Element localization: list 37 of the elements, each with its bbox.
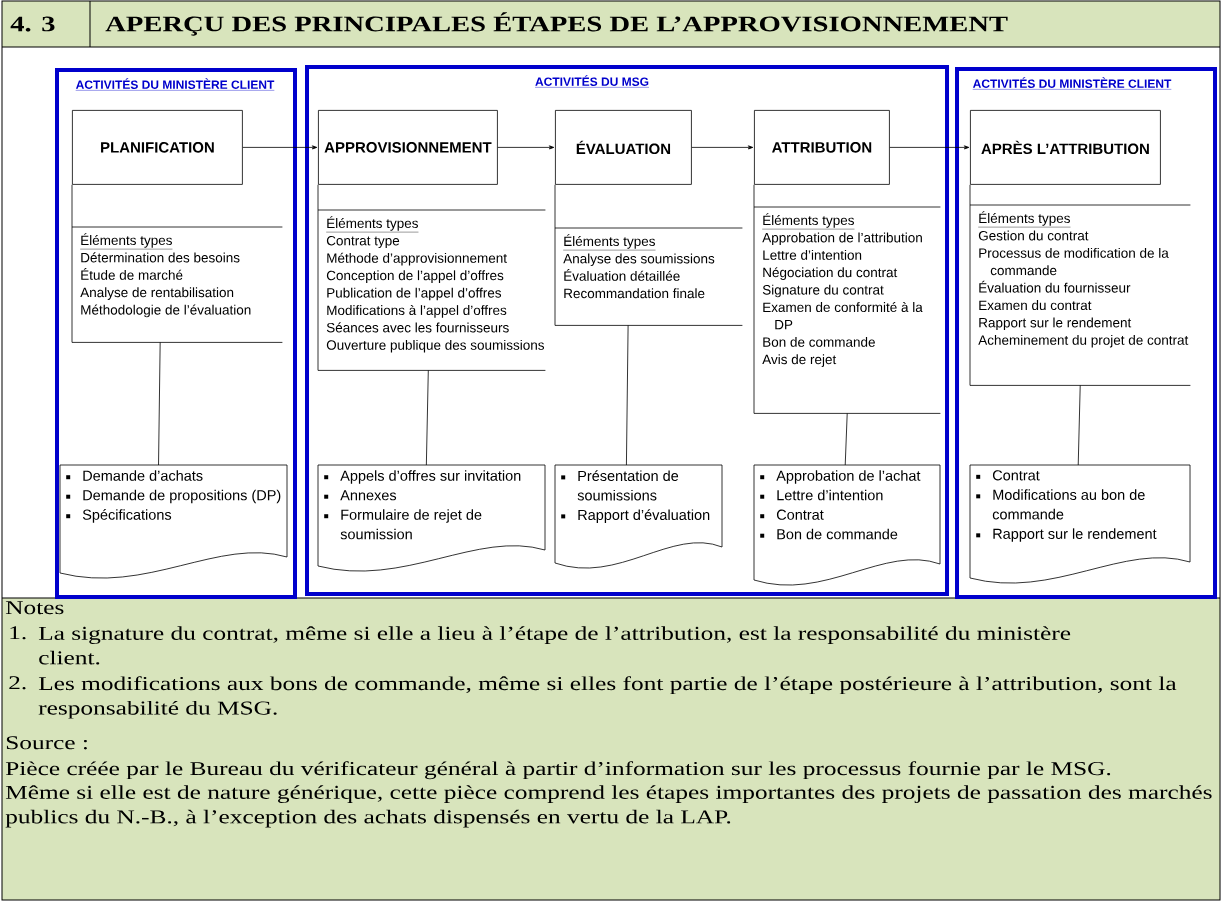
connector-line [1077,385,1081,466]
source-heading: Source : [6,736,87,750]
stage-box: ATTRIBUTION [754,110,890,185]
connector-line [425,370,429,466]
list-box: Éléments types Gestion du contrat Processus de modification de la commande Évaluation du fournisseur Examen du contrat Rapport sur le rendement Acheminement du projet de contrat [969,204,1191,386]
list-box: Éléments types Détermination des besoins Étude de marché Analyse de rentabilisation Méthodologie de l’évaluation [71,226,283,343]
source-text: Pièce créée par le Bureau du vérificateur général à partir d’information sur les processus fournie par le MSG. [5,761,1111,780]
connector-line [753,184,755,208]
title: APERÇU DES PRINCIPALES ÉTAPES DE L’APPROVISIONNEMENT [105,12,1008,36]
connector-line [844,413,848,466]
group-label: ACTIVITÉS DU MINISTÈRE CLIENT [972,77,1172,90]
stage-box: ÉVALUATION [555,110,692,185]
connector-line [317,184,319,211]
note-text: La signature du contrat, même si elle a lieu à l’étape de l’attribution, est la responsabilité du ministère client. [38,626,1071,665]
list-box: Éléments types Contrat type Méthode d’approvisionnement Conception de l’appel d’offres Publication de l’appel d’offres Modifications à l’appel d’offres Séances avec les fournisseurs Ouverture publique des soumissions [317,209,546,371]
arrow [889,145,970,150]
list-box: Éléments types Analyse des soumissions Évaluation détaillée Recommandation finale [554,227,743,326]
connector-line [71,184,73,228]
group-label: ACTIVITÉS DU MSG [534,75,650,88]
note-number: 1. [10,626,26,640]
source-text: Même si elle est de nature générique, cette pièce comprend les étapes importantes des projets de passation des marchés publics du N.-B., à l’exception des achats dispensés en vertu de la LAP. [5,785,1212,828]
note-number: 2. [9,676,26,690]
arrow [691,145,754,150]
list-box: Éléments types Approbation de l’attribution Lettre d’intention Négociation du contrat Signature du contrat Examen de conformité à la DP Bon de commande Avis de rejet [753,206,941,414]
stage-box: APRÈS L’ATTRIBUTION [970,110,1161,185]
connector-line [554,184,556,229]
group-label: ACTIVITÉS DU MINISTÈRE CLIENT [75,78,275,91]
notes-heading: Notes [5,601,64,615]
arrow [242,145,318,150]
stage-box: APPROVISIONNEMENT [318,110,498,185]
section-number: 4. 3 [10,16,55,32]
connector-line [626,325,629,466]
stage-box: PLANIFICATION [72,110,243,185]
connector-line [158,342,161,466]
connector-line [969,184,971,206]
arrow [497,145,555,150]
note-text: Les modifications aux bons de commande, même si elles font partie de l’étape postérieure à l’attribution, sont la responsabilité du MSG. [38,676,1177,719]
